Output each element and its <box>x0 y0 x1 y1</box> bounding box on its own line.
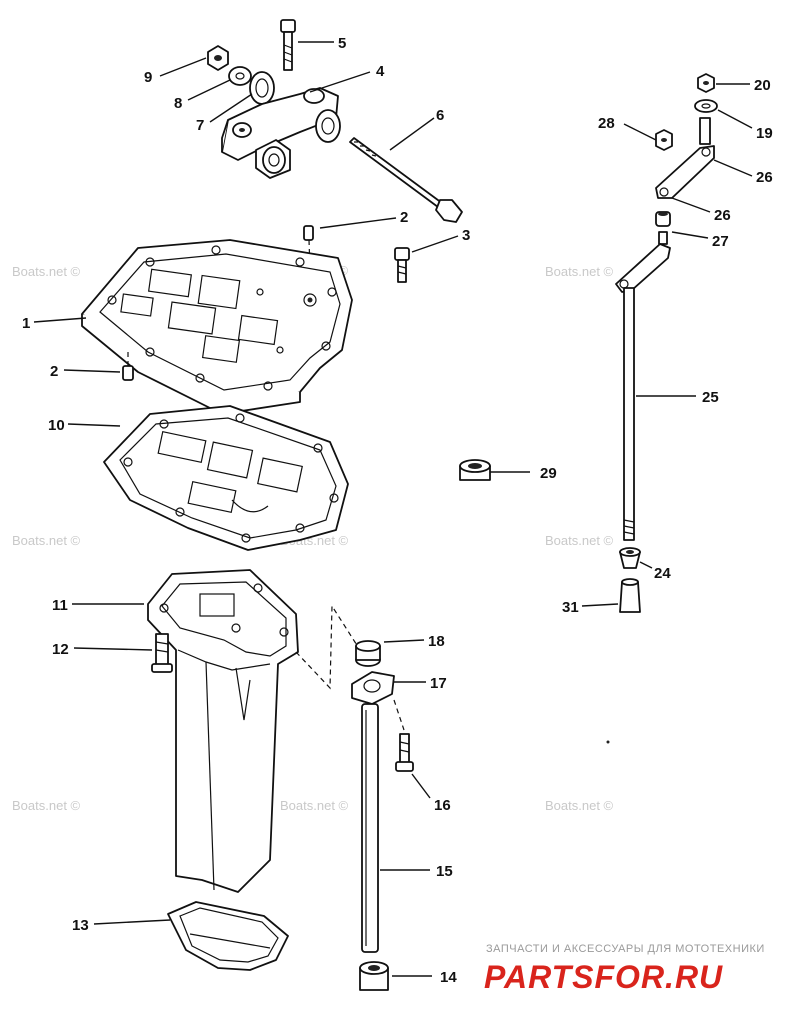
callout-4: 4 <box>376 63 385 80</box>
callout-26-lower: 26 <box>714 207 731 224</box>
callout-24: 24 <box>654 565 671 582</box>
part-28-nut <box>655 129 673 151</box>
part-24-bushing <box>619 547 641 569</box>
callout-6: 6 <box>436 107 444 124</box>
callout-27: 27 <box>712 233 729 250</box>
callout-11: 11 <box>52 597 68 614</box>
part-19-washer <box>694 99 718 113</box>
callout-2-lower: 2 <box>50 363 58 380</box>
callout-5: 5 <box>338 35 346 52</box>
part-25-shift-rod <box>615 243 671 541</box>
part-11-driveshaft-housing <box>147 569 299 893</box>
callout-7: 7 <box>196 117 204 134</box>
footer-brand-logo: PARTSFOR.RU <box>484 959 723 995</box>
watermark: Boats.net © <box>545 533 614 548</box>
callout-18: 18 <box>428 633 445 650</box>
callout-29: 29 <box>540 465 557 482</box>
part-18-grommet <box>355 640 381 667</box>
leader-dashed-bracket <box>295 604 361 690</box>
watermark: Boats.net © <box>12 264 81 279</box>
watermark: Boats.net © <box>545 264 614 279</box>
part-7-seal <box>249 71 275 105</box>
footer-tagline: ЗАПЧАСТИ И АКСЕССУАРЫ ДЛЯ МОТОТЕХНИКИ <box>486 943 765 955</box>
part-8-washer <box>228 66 252 86</box>
callout-10: 10 <box>48 417 65 434</box>
callout-14: 14 <box>440 969 457 986</box>
part-1-adapter-plate <box>81 239 353 415</box>
part-17-flange <box>351 671 405 731</box>
part-6-long-bolt <box>349 137 463 223</box>
part-4-bracket <box>221 87 341 179</box>
callout-17: 17 <box>430 675 447 692</box>
callout-8: 8 <box>174 95 182 112</box>
callout-15: 15 <box>436 863 453 880</box>
part-12-bolt <box>151 633 173 673</box>
part-20-nut <box>697 73 715 93</box>
callout-2-upper: 2 <box>400 209 408 226</box>
callout-3: 3 <box>462 227 470 244</box>
watermark: Boats.net © <box>12 533 81 548</box>
part-27-bushing <box>655 211 671 245</box>
callout-16: 16 <box>434 797 451 814</box>
part-15-water-tube <box>361 703 379 953</box>
watermark: Boats.net © <box>12 798 81 813</box>
watermarks: Boats.net © Boats.net © Boats.net © Boat… <box>12 263 614 813</box>
part-16-bolt <box>395 733 414 772</box>
callout-13: 13 <box>72 917 89 934</box>
part-3-bolt <box>394 247 410 283</box>
watermark: Boats.net © <box>280 798 349 813</box>
part-2-dowel-pin <box>122 352 134 381</box>
callout-31: 31 <box>562 599 579 616</box>
part-10-gasket <box>103 405 349 551</box>
footer-branding: ЗАПЧАСТИ И АКСЕССУАРЫ ДЛЯ МОТОТЕХНИКИ PA… <box>484 943 765 995</box>
part-5-bolt <box>280 19 296 71</box>
callout-25: 25 <box>702 389 719 406</box>
callout-19: 19 <box>756 125 773 142</box>
part-26-link-arm <box>655 117 715 199</box>
callout-28: 28 <box>598 115 615 132</box>
leader-lines <box>33 41 753 977</box>
callout-1: 1 <box>22 315 30 332</box>
part-9-nut <box>207 45 229 71</box>
stray-dot <box>606 740 610 744</box>
watermark: Boats.net © <box>545 798 614 813</box>
callout-12: 12 <box>52 641 69 658</box>
part-29-grommet <box>459 459 491 481</box>
callout-9: 9 <box>144 69 152 86</box>
callout-20: 20 <box>754 77 771 94</box>
callout-labels: 5 9 8 7 4 6 2 3 1 2 10 29 11 12 13 14 15… <box>22 35 773 986</box>
part-31-sleeve <box>619 578 641 613</box>
callout-26-upper: 26 <box>756 169 773 186</box>
part-13-seal <box>167 901 289 971</box>
part-14-grommet <box>359 961 389 991</box>
